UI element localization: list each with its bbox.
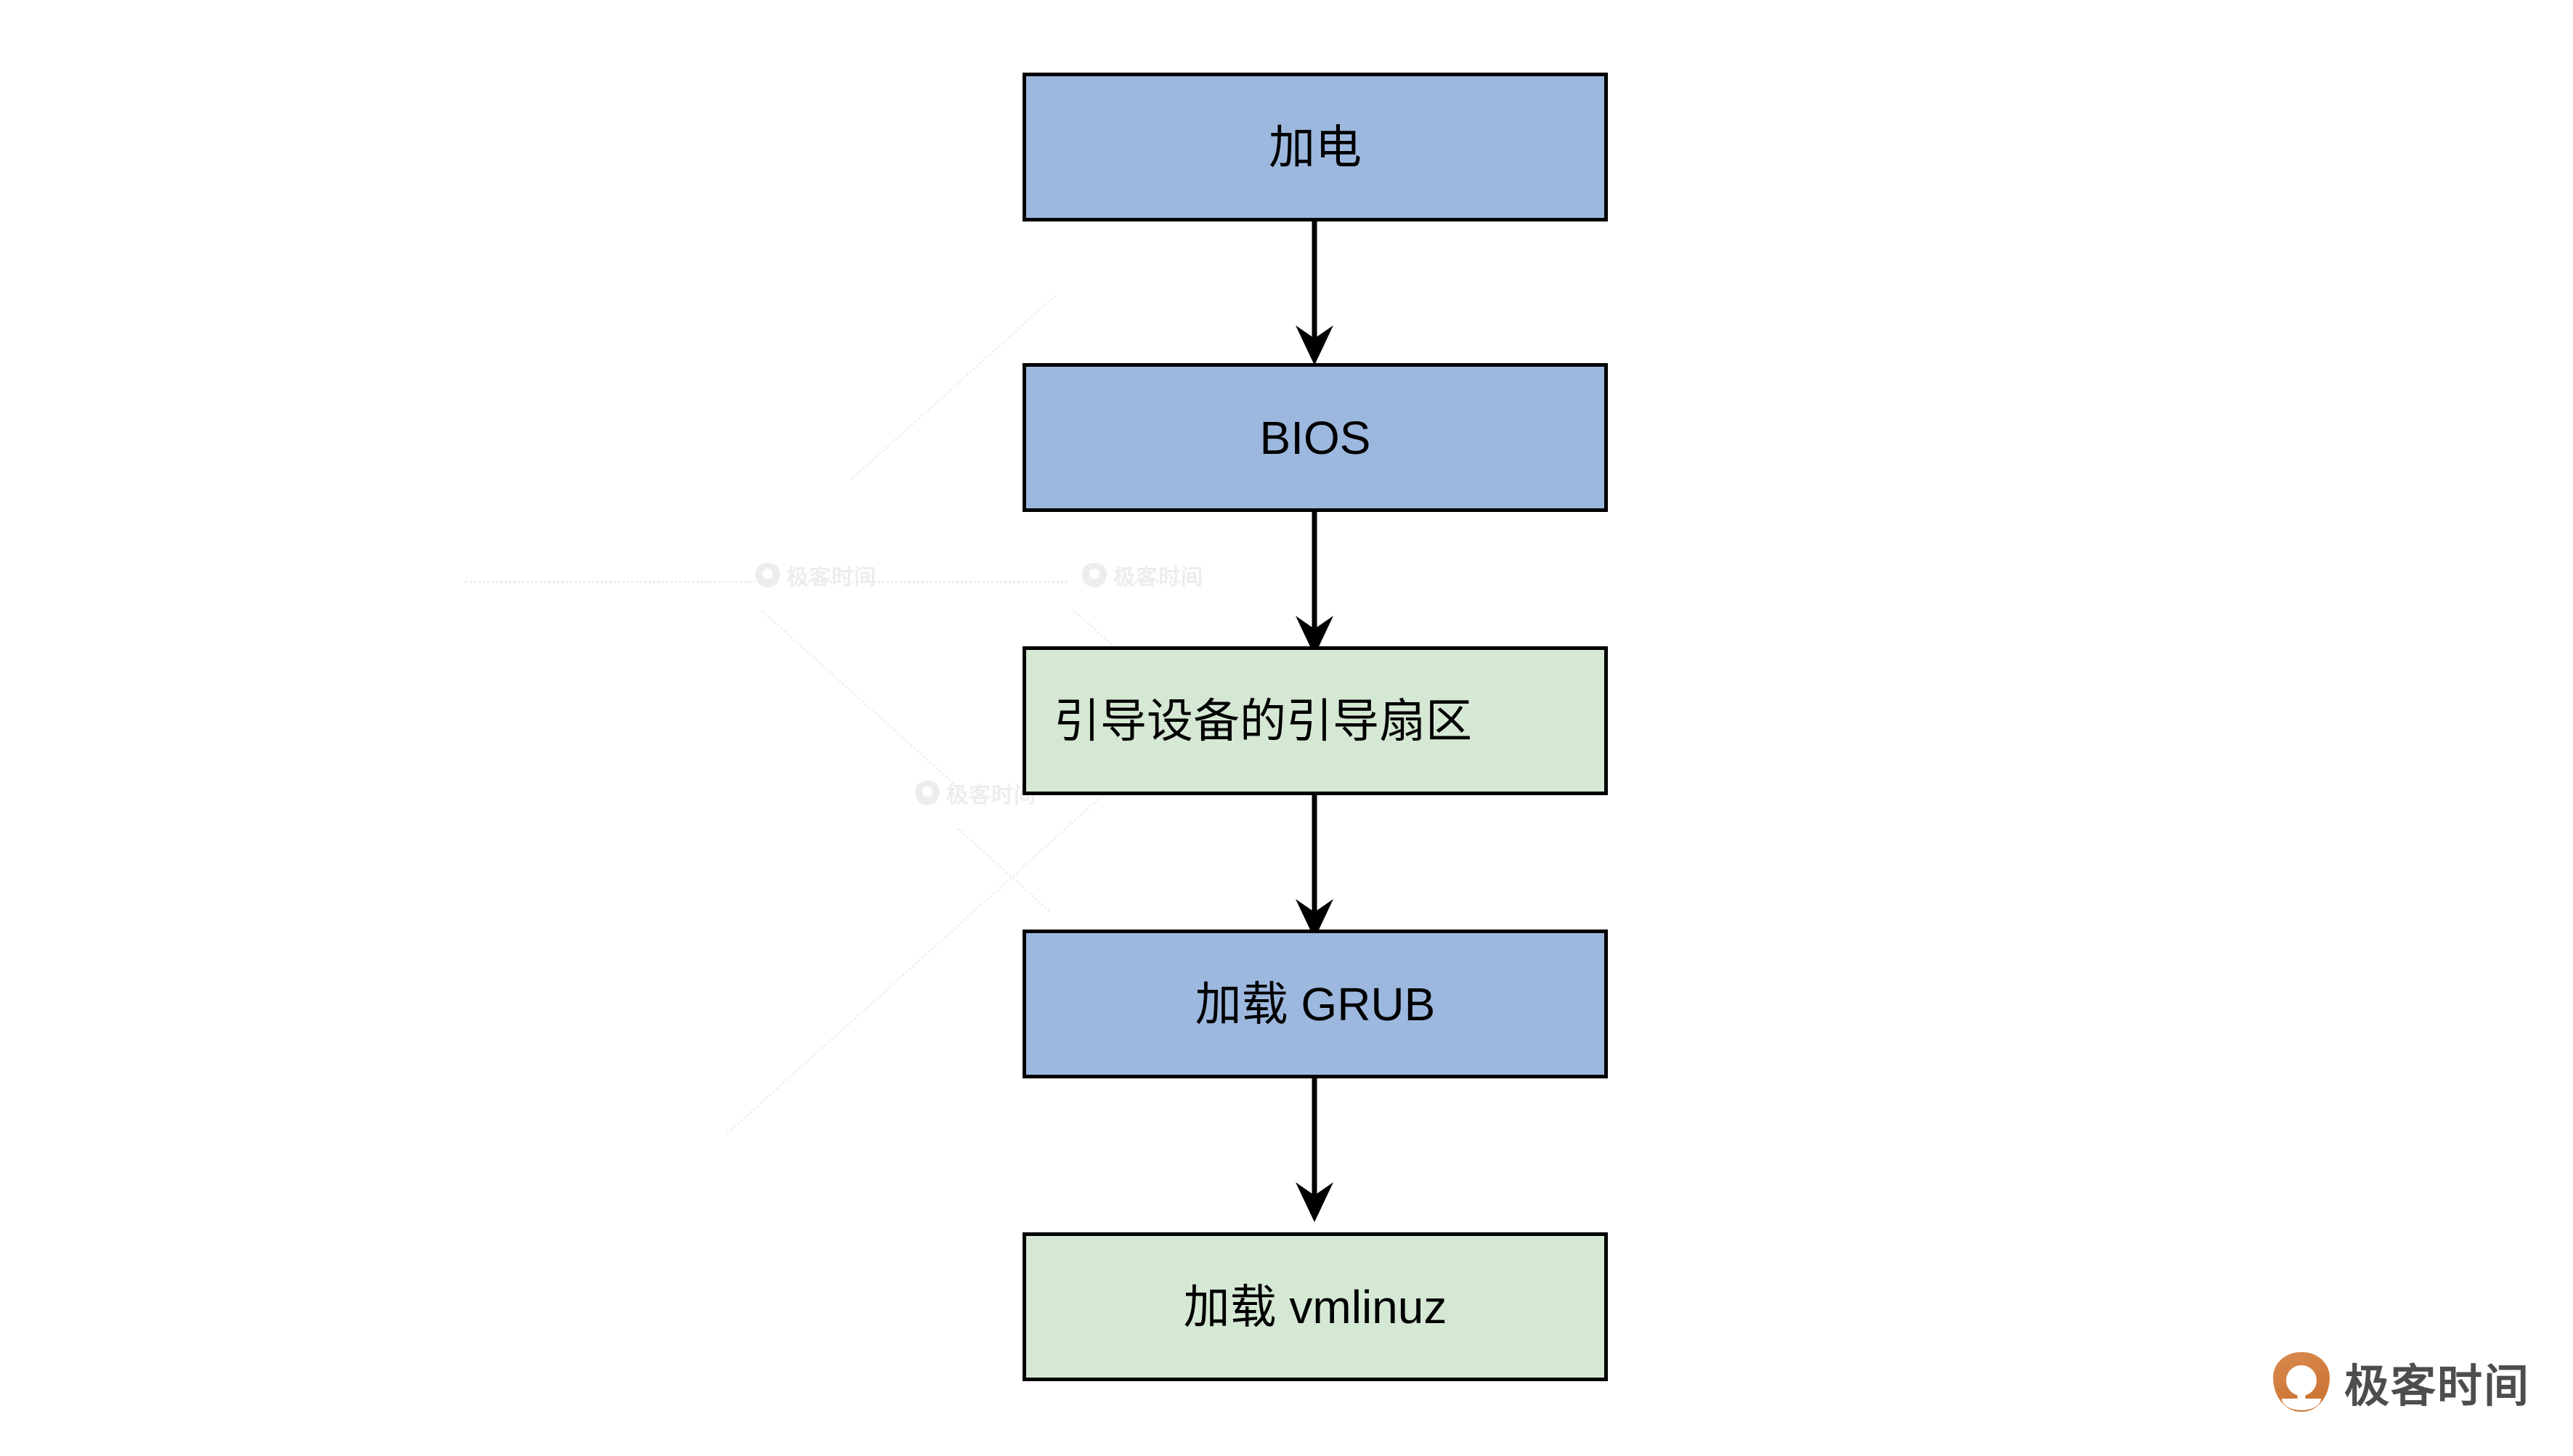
brand-logo: 极客时间 bbox=[2273, 1349, 2530, 1415]
node-load-vmlinuz[interactable]: 加载 vmlinuz bbox=[1023, 1232, 1608, 1381]
watermark-geektime: 极客时间 bbox=[915, 777, 1036, 809]
watermark-diagonal-line bbox=[760, 610, 968, 797]
node-label: 加电 bbox=[1269, 121, 1362, 174]
watermark-dotted-line bbox=[1122, 581, 1202, 583]
edge-boot-sector-to-load-grub bbox=[1285, 792, 1344, 940]
node-boot-sector[interactable]: 引导设备的引导扇区 bbox=[1023, 646, 1608, 795]
watermark-dotted-line bbox=[792, 581, 1068, 583]
node-label: 加载 GRUB bbox=[1195, 977, 1436, 1030]
watermark-label: 极客时间 bbox=[786, 566, 877, 590]
node-load-grub[interactable]: 加载 GRUB bbox=[1023, 930, 1608, 1078]
geektime-pin-icon bbox=[915, 781, 940, 805]
geektime-pin-icon bbox=[755, 563, 780, 587]
node-power-on[interactable]: 加电 bbox=[1023, 73, 1608, 221]
edge-power-on-to-bios bbox=[1285, 218, 1344, 367]
watermark-geektime: 极客时间 bbox=[1082, 559, 1203, 591]
brand-name: 极客时间 bbox=[2344, 1362, 2531, 1412]
node-label: 引导设备的引导扇区 bbox=[1054, 694, 1472, 747]
watermark-diagonal-line bbox=[956, 828, 1051, 912]
node-bios[interactable]: BIOS bbox=[1023, 363, 1608, 512]
geektime-pin-icon bbox=[1082, 563, 1107, 587]
watermark-geektime: 极客时间 bbox=[755, 559, 877, 591]
node-label: 加载 vmlinuz bbox=[1183, 1280, 1447, 1333]
watermark-label: 极客时间 bbox=[1113, 566, 1203, 590]
geektime-pin-icon bbox=[2273, 1352, 2330, 1412]
edge-load-grub-to-load-vmlinuz bbox=[1285, 1075, 1344, 1224]
node-label: BIOS bbox=[1259, 411, 1371, 464]
watermark-dotted-line bbox=[465, 581, 755, 583]
edge-bios-to-boot-sector bbox=[1285, 508, 1344, 657]
